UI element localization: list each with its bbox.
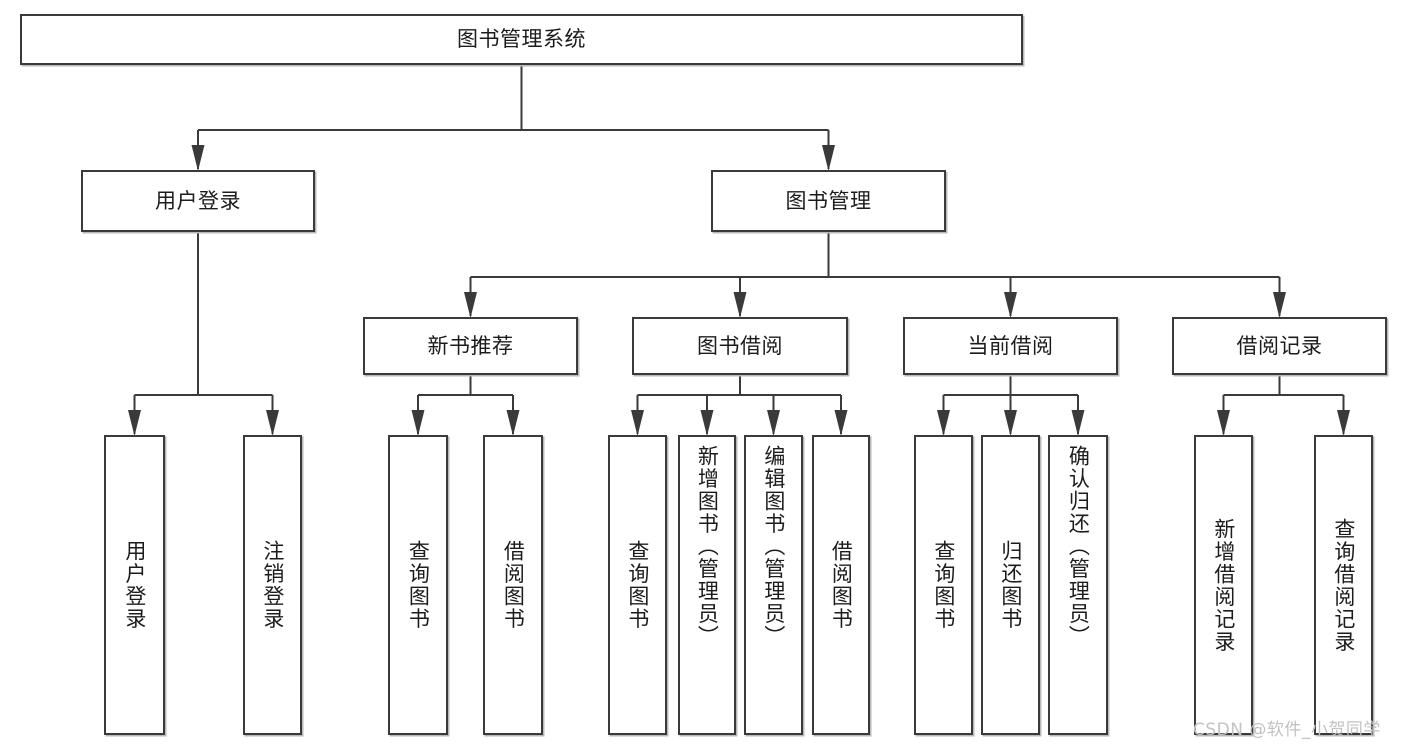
node-root[interactable]: 图书管理系统 — [20, 14, 1023, 65]
arrowhead-root-to-book-manage — [822, 145, 835, 171]
leaf-node-leaf-query-book-bb[interactable]: 查询图书 — [608, 435, 667, 735]
node-label: 查询图书 — [406, 540, 431, 630]
leaf-node-leaf-edit-book[interactable]: 编辑图书（管理员） — [744, 435, 803, 735]
node-label: 借阅图书 — [829, 540, 854, 630]
arrowhead-book-borrow-to-leaf-edit-book — [767, 410, 780, 436]
node-label: 借阅图书 — [501, 540, 526, 630]
arrowhead-book-borrow-to-leaf-query-book-bb — [631, 410, 644, 436]
arrowhead-book-manage-to-book-borrow — [733, 292, 747, 318]
node-label: 新增借阅记录 — [1211, 517, 1236, 653]
arrowhead-root-to-user-login — [191, 145, 205, 171]
node-label: 图书管理 — [785, 188, 872, 213]
node-label: 用户登录 — [122, 540, 147, 630]
arrowhead-book-manage-to-current-borrow — [1004, 292, 1017, 318]
node-label: 查询图书 — [625, 540, 650, 630]
node-label: 新增图书（管理员） — [695, 445, 720, 648]
arrowhead-book-manage-to-borrow-record — [1273, 292, 1286, 318]
node-label: 查询借阅记录 — [1331, 517, 1356, 653]
arrowhead-current-borrow-to-leaf-confirm-return — [1071, 410, 1085, 436]
node-label: 用户登录 — [155, 188, 241, 213]
node-label: 归还图书 — [998, 540, 1023, 630]
node-label: 确认归还（管理员） — [1066, 445, 1091, 648]
arrowhead-borrow-record-to-leaf-add-record — [1217, 410, 1230, 436]
leaf-node-leaf-add-record[interactable]: 新增借阅记录 — [1194, 435, 1253, 735]
node-label: 借阅记录 — [1236, 333, 1323, 358]
leaf-node-leaf-query-book-cb[interactable]: 查询图书 — [914, 435, 973, 735]
arrowhead-current-borrow-to-leaf-return-book — [1004, 410, 1017, 436]
node-label: 查询图书 — [931, 540, 956, 630]
arrowhead-new-book-rec-to-leaf-borrow-book-rec — [506, 410, 520, 436]
leaf-node-leaf-confirm-return[interactable]: 确认归还（管理员） — [1048, 435, 1108, 735]
leaf-node-leaf-add-book[interactable]: 新增图书（管理员） — [678, 435, 736, 735]
watermark-text: CSDN @软件_小贺同学 — [1193, 720, 1381, 740]
node-label: 图书借阅 — [697, 333, 783, 358]
arrowhead-borrow-record-to-leaf-query-record — [1337, 410, 1350, 436]
node-label: 编辑图书（管理员） — [761, 445, 786, 648]
arrowhead-current-borrow-to-leaf-query-book-cb — [937, 410, 950, 436]
node-book-borrow[interactable]: 图书借阅 — [632, 317, 848, 375]
leaf-node-leaf-query-record[interactable]: 查询借阅记录 — [1314, 435, 1373, 735]
arrowhead-book-borrow-to-leaf-borrow-book-bb — [834, 410, 848, 436]
arrowhead-user-login-to-leaf-user-login — [128, 410, 141, 436]
leaf-node-leaf-user-login[interactable]: 用户登录 — [104, 435, 165, 735]
leaf-node-leaf-return-book[interactable]: 归还图书 — [981, 435, 1040, 735]
node-new-book-rec[interactable]: 新书推荐 — [363, 317, 578, 375]
node-book-manage[interactable]: 图书管理 — [711, 170, 946, 232]
arrowhead-new-book-rec-to-leaf-query-book-rec — [411, 410, 425, 436]
arrowhead-user-login-to-leaf-logout — [266, 410, 279, 436]
node-user-login[interactable]: 用户登录 — [81, 170, 315, 232]
leaf-node-leaf-borrow-book-rec[interactable]: 借阅图书 — [483, 435, 543, 735]
node-label: 图书管理系统 — [457, 27, 586, 52]
arrowhead-book-borrow-to-leaf-add-book — [700, 410, 714, 436]
leaf-node-leaf-logout[interactable]: 注销登录 — [243, 435, 302, 735]
node-label: 注销登录 — [260, 540, 285, 630]
node-label: 新书推荐 — [427, 333, 514, 358]
node-label: 当前借阅 — [967, 333, 1054, 358]
node-borrow-record[interactable]: 借阅记录 — [1172, 317, 1387, 375]
node-current-borrow[interactable]: 当前借阅 — [903, 317, 1118, 375]
leaf-node-leaf-borrow-book-bb[interactable]: 借阅图书 — [812, 435, 870, 735]
leaf-node-leaf-query-book-rec[interactable]: 查询图书 — [388, 435, 448, 735]
arrowhead-book-manage-to-new-book-rec — [464, 292, 477, 318]
